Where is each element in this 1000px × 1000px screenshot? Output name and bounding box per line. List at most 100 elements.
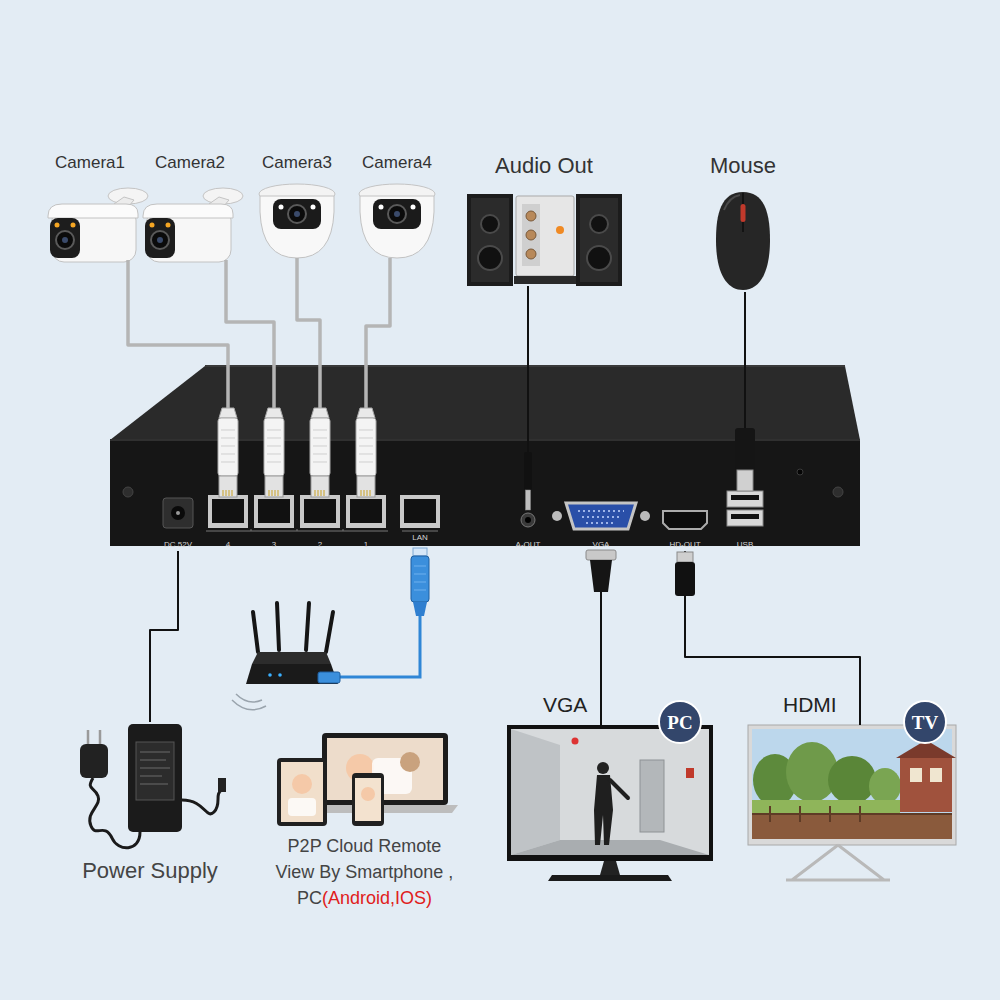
port-label: 1	[364, 540, 368, 550]
rj45-plug	[359, 430, 373, 462]
hdmi-socket	[663, 511, 707, 529]
remote-devices	[400, 752, 420, 772]
power-adapter	[136, 742, 174, 800]
rj45-port	[258, 499, 290, 523]
rj45-plug	[264, 418, 284, 476]
camera-label: Camera1	[55, 153, 125, 173]
power-adapter	[182, 790, 222, 814]
dome-camera	[288, 205, 306, 223]
remote-devices	[292, 774, 312, 794]
audio-plug	[526, 490, 531, 510]
port-node: 4	[207, 495, 249, 551]
rj45-port	[404, 499, 436, 523]
pc-monitor	[594, 775, 613, 845]
port-label: LAN	[400, 533, 440, 543]
router-icon	[253, 612, 258, 652]
audio-plug	[524, 452, 532, 510]
rj45-port	[300, 495, 340, 528]
hdmi-plug	[675, 562, 695, 596]
dome-camera	[411, 205, 416, 210]
rj45-port	[402, 531, 438, 532]
rj45-plug	[310, 418, 330, 476]
lan-cable	[411, 556, 429, 602]
speaker-set	[471, 198, 509, 282]
tv-screen	[828, 756, 876, 804]
port-node: USB	[723, 490, 767, 551]
dome-camera	[260, 196, 334, 258]
badge-label: TV	[912, 711, 938, 734]
bullet-camera	[145, 218, 175, 258]
rj45-port	[206, 529, 388, 531]
port-label: VGA	[593, 540, 610, 550]
nvr-body	[123, 487, 133, 497]
speaker-set	[526, 249, 536, 259]
port-label: 3	[272, 540, 276, 550]
camera-label: Camera3	[262, 153, 332, 173]
tv-screen	[786, 845, 890, 880]
port-label: A-OUT	[516, 540, 541, 550]
remote-devices	[355, 778, 381, 821]
port-node: HD-OUT	[660, 510, 710, 551]
rj45-plug	[357, 476, 375, 497]
router-icon	[278, 673, 282, 677]
cable-connector	[685, 551, 860, 725]
rj45-port	[206, 495, 440, 531]
speaker-set	[478, 246, 502, 270]
rj45-plug	[267, 430, 281, 462]
dc-jack	[163, 498, 193, 528]
lan-cable	[413, 602, 427, 616]
port-label: HD-OUT	[669, 540, 700, 550]
rj45-plug	[311, 476, 329, 497]
tv-node: HDMITV	[748, 725, 956, 882]
mouse-node: Mouse	[700, 150, 786, 292]
power-adapter	[99, 730, 102, 744]
nvr-body	[797, 469, 803, 475]
usb-plug	[735, 428, 755, 491]
nvr-body	[205, 365, 845, 367]
camera-node: Camera3	[255, 150, 339, 258]
bullet-camera	[143, 204, 233, 218]
rj45-plug	[223, 490, 232, 496]
tv-screen	[900, 756, 952, 812]
router-icon	[232, 694, 266, 710]
port-node: VGA	[561, 502, 641, 551]
speaker-set	[467, 194, 622, 286]
mouse-icon	[716, 192, 770, 290]
dc-jack	[176, 511, 180, 515]
tv-screen	[904, 701, 946, 743]
usb-socket	[727, 510, 763, 526]
dome-camera	[360, 196, 434, 258]
rj45-plug	[264, 408, 284, 497]
tv-screen	[869, 768, 901, 804]
pc-monitor	[507, 725, 713, 861]
remote-devices	[277, 733, 458, 826]
bullet-camera	[166, 223, 171, 228]
dome-camera	[373, 199, 421, 229]
screen-label: HDMI	[783, 692, 837, 717]
power-adapter	[80, 724, 226, 848]
speaker-set	[580, 198, 618, 282]
lan-cable	[413, 548, 427, 556]
pc-monitor	[511, 729, 709, 855]
speaker-set	[587, 246, 611, 270]
remote-devices	[361, 787, 375, 801]
camera-node: Camera2	[140, 150, 240, 260]
bullet-camera	[157, 237, 163, 243]
usb-plug	[737, 470, 753, 491]
bullet-camera	[150, 223, 155, 228]
vga-plug	[586, 550, 616, 592]
lan-cable	[414, 566, 426, 590]
usb-socket	[731, 514, 759, 519]
port-label: DC 52V	[164, 540, 192, 550]
rj45-plug	[219, 476, 237, 497]
remote-devices	[288, 798, 316, 816]
bullet-camera	[48, 204, 138, 218]
rj45-plug	[221, 430, 235, 462]
router-icon	[252, 652, 331, 664]
pc-monitor	[572, 738, 579, 745]
dome-camera	[273, 199, 321, 229]
port-node: DC 52V	[155, 498, 201, 551]
dome-camera	[388, 205, 406, 223]
usb-plug	[735, 428, 755, 470]
